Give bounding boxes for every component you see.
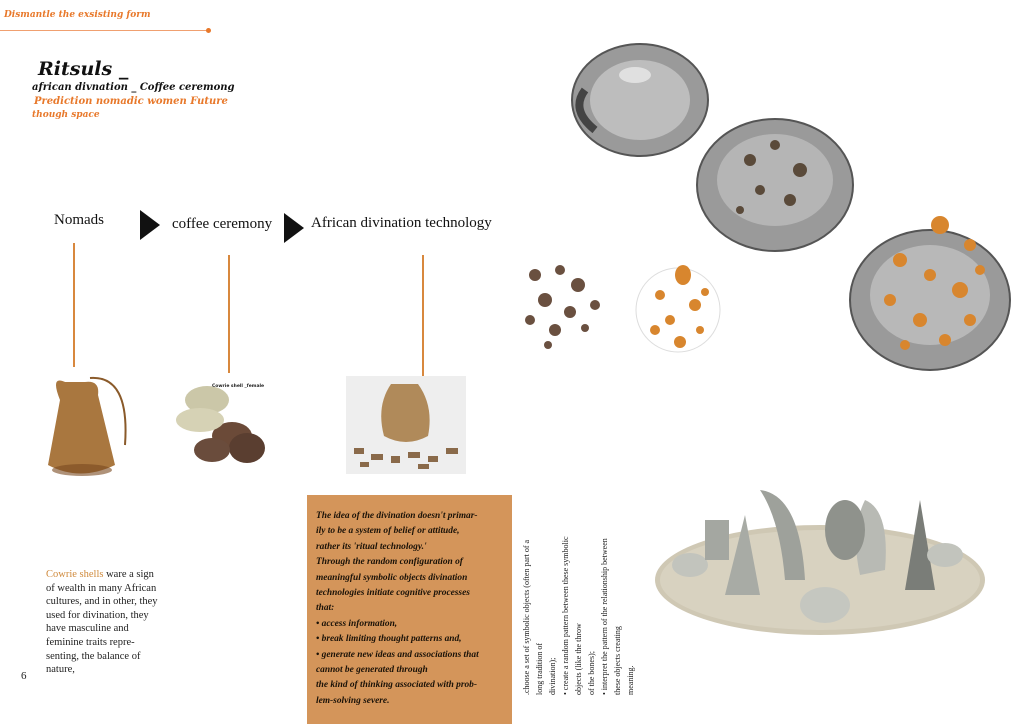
header-divider [0,30,208,31]
quote-box: The idea of the divination doesn't prima… [307,495,512,724]
quote-line: rather its 'ritual technology.' [316,541,427,552]
note-line: objects (like the throw [574,623,583,695]
note-line: of the bones); [587,651,596,695]
section-header: Dismantle the exsisting form [4,10,151,20]
cowrie-text: ware a sign of wealth in many African cu… [46,569,158,676]
orange-pattern [635,265,721,353]
woven-bag-image [48,376,127,476]
page-title: Ritsuls _ [38,58,129,80]
quote-line: that: [316,603,335,614]
flow-step-nomads: Nomads [54,212,104,228]
quote-line: ily to be a system of belief or attitude… [316,526,460,537]
note-line: these objects creating [613,626,622,695]
connector-line [422,255,424,378]
quote-line: technologies initiate cognitive processe… [316,588,470,599]
cowrie-highlight: Cowrie shells [46,569,104,580]
basket-2 [696,118,854,252]
connector-line [228,255,230,373]
note-line: .choose a set of symbolic objects (often… [522,539,531,695]
quote-line: • access information, [316,618,398,629]
note-line: divination); [548,657,557,695]
flow-step-divination: African divination technology [311,215,492,231]
rotated-notes: .choose a set of symbolic objects (often… [520,495,637,695]
note-line: • create a random pattern between these … [561,536,570,695]
quote-line: • break limiting thought patterns and, [316,634,462,645]
header-divider-dot [206,28,211,33]
subtitle-1: african divnation _ Coffee ceremong [32,82,235,93]
quote-line: Through the random configuration of [316,557,463,568]
note-line: meaning. [626,665,635,695]
flow-step-coffee: coffee ceremony [172,216,273,232]
cowrie-description: Cowrie shells ware a sign of wealth in m… [46,568,158,677]
quote-line: The idea of the divination doesn't prima… [316,511,478,521]
subtitle-2: Prediction nomadic women Future [34,96,228,107]
page-number: 6 [21,670,27,682]
quote-line: cannot be generated through [316,665,428,676]
divination-bag-image [346,376,466,474]
basket-3 [849,216,1011,371]
note-line: • interpret the pattern of the relations… [600,538,609,695]
3d-installation-render [655,490,985,635]
quote-line: the kind of thinking associated with pro… [316,680,477,691]
cowrie-label: Cowrie shell _female [212,384,265,389]
connector-line [73,243,75,367]
arrow-right-icon [140,210,160,240]
quote-line: lem-solving severe. [316,695,390,706]
subtitle-3: though space [32,110,100,120]
note-line: long tradition of [535,643,544,695]
quote-line: meaningful symbolic objects divination [316,572,468,583]
basket-1 [571,43,709,157]
arrow-right-icon [284,213,304,243]
coffee-beans-image [176,386,265,463]
quote-line: • generate new ideas and associations th… [316,649,479,660]
basket-illustrations [525,43,1011,371]
scattered-objects [525,265,600,349]
